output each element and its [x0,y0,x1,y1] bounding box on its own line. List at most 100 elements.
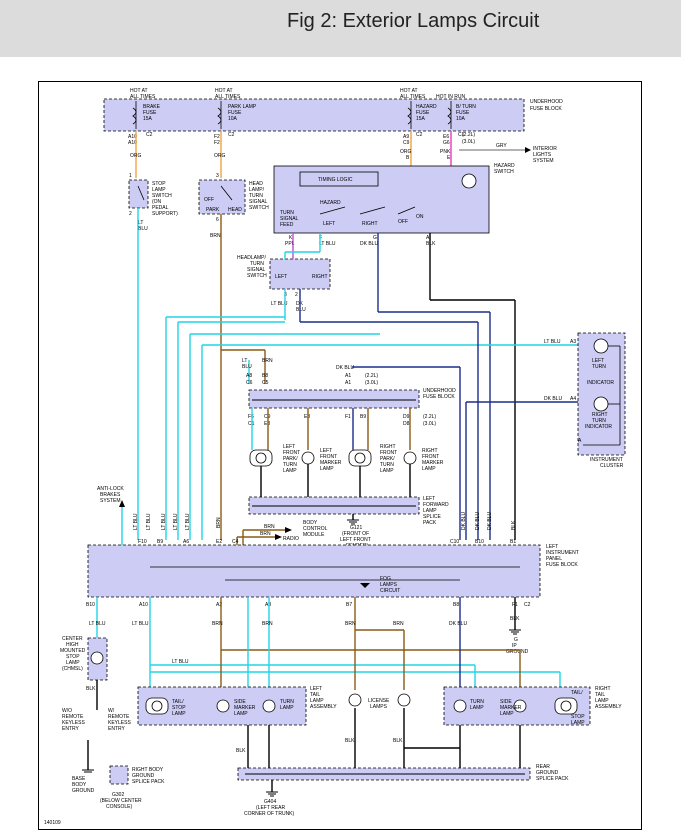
hazard-feed-2: SIGNAL [280,216,299,222]
hazard-on: ON [416,214,424,220]
hazard-fuse-l2: FUSE [416,110,430,116]
park-fuse-pin: C2 [228,132,235,138]
hazard-off: OFF [398,219,408,225]
front-pin-c5: C5 [262,380,269,386]
wire-label-org-2: ORG [214,153,226,159]
remote-4: ENTRY [62,726,80,732]
license-2: LAMPS [370,704,388,710]
remote2-4: ENTRY [108,726,126,732]
bcm-2: CONTROL [303,526,328,532]
front-pin-a8: A8 [246,373,252,379]
cluster-pin-1: A3 [570,339,576,345]
brake-fuse: BRAKE FUSE 15A C2 [132,101,161,138]
timing-logic-label: TIMING LOGIC [318,177,353,183]
park-fuse-l1: PARK LAMP [228,104,257,110]
mid-wire-4: LT BLU [173,513,179,530]
splice-l4: SPLICE [423,514,441,520]
rear-wire-6: BRN [393,621,404,627]
underhood-fuse-block-top [103,98,525,132]
base-1: BASE [72,776,86,782]
splice-l1: LEFT [423,496,435,502]
stop-l5: PEDAL [152,205,169,211]
stop-wire-1: LT [138,220,143,226]
rfpt-l3: PARK/ [380,456,395,462]
ipfb-pin-a8: A8 [265,602,271,608]
hot-label-1a: HOT AT [130,88,148,94]
interior-1: INTERIOR [533,146,557,152]
rta-2: TAIL [595,692,605,698]
cluster-right-3: INDICATOR [585,424,612,430]
hazard-fuse-pin: C2 [416,132,423,138]
rsm-3: LAMP [500,711,514,717]
hazard-feed-1: TURN [280,210,294,216]
front-pin-a1b: A1 [345,380,351,386]
lsm-2: MARKER [234,705,256,711]
ltl-2: LAMP [280,705,294,711]
stop-wire-2: BLU [138,226,148,232]
hazard-pin-e: E [447,155,451,161]
ipfb-name-2: INSTRUMENT [546,550,579,556]
cluster-pin-2: A4 [570,396,576,402]
lfpt-l3: PARK/ [283,456,298,462]
base-2: BODY [72,782,87,788]
mid-wire-8: DK BLU [461,512,467,530]
variant-30-top: (3.0L) [462,139,475,145]
ipfb-pin-b1: B1 [510,539,516,545]
hazard-wire-dkblu: DK BLU [360,241,378,247]
ipfb-name-3: PANEL [546,556,562,562]
lfpt-l1: LEFT [283,444,295,450]
lsm-3: LAMP [234,711,248,717]
hazard-pin-k: K [289,235,293,241]
stop-l2: LAMP [152,187,166,193]
cluster-name-1: INSTRUMENT [590,457,623,463]
license-1: LICENSE [368,698,390,704]
g404-2: (LEFT REAR [256,805,285,811]
ts-wire-blu: BLU [296,307,306,313]
arrow-fog [360,583,370,588]
g302-1: G302 [112,792,124,798]
bcm-3: MODULE [303,532,325,538]
rfpt-l1: RIGHT [380,444,396,450]
front-wire-lt: LT [242,358,247,364]
ipfb-pin-b10: B10 [475,539,484,545]
antilock-1: ANTI-LOCK [97,486,124,492]
hl-l2: LAMP/ [249,187,265,193]
antilock-2: BRAKES [100,492,121,498]
rsm-2: MARKER [500,705,522,711]
left-turn-indicator [593,338,609,354]
brake-fuse-l2: FUSE [143,110,157,116]
wire-label-org-1: ORG [130,153,142,159]
mid-wire-9: DK BLU [475,512,481,530]
ipfb-pin-c2: C2 [524,602,531,608]
hazard-l1: HAZARD [494,163,515,169]
ts-l3: SIGNAL [247,267,266,273]
front-pin-e8a: E8 [264,421,270,427]
ipfb-pin-b7: B7 [346,602,352,608]
lta-3: LAMP [310,698,324,704]
right-turn-lamp: TURN LAMP [453,699,484,713]
rfpt-l5: LAMP [380,468,394,474]
chmsl-3: MOUNTED [60,648,86,654]
hazard-fuse-l1: HAZARD [416,104,437,110]
fog-2: LAMPS [380,582,398,588]
lfpt-l5: LAMP [283,468,297,474]
front-pin-a1a: A1 [345,373,351,379]
base-3: GROUND [72,788,95,794]
hazard-lamp [461,173,477,189]
hl-l5: SWITCH [249,205,269,211]
stop-l1: STOP [152,181,166,187]
stop-l4: (ON [152,199,162,205]
rts-1: TAIL/ [571,690,583,696]
rfpt-l4: TURN [380,462,394,468]
ground-label: GROUND [506,649,529,655]
stop-pin-bot: 2 [129,211,132,217]
mid-wire-brn-2: BRN [260,531,271,537]
cluster-right-2: TURN [592,418,606,424]
hazard-pin-g: G [373,235,377,241]
figure-id: 140109 [44,820,61,826]
lfpt-l2: FRONT [283,450,300,456]
radio-label: RADIO [283,536,299,542]
rear-wire-5: BRN [345,621,356,627]
ts-l4: SWITCH [247,273,267,279]
